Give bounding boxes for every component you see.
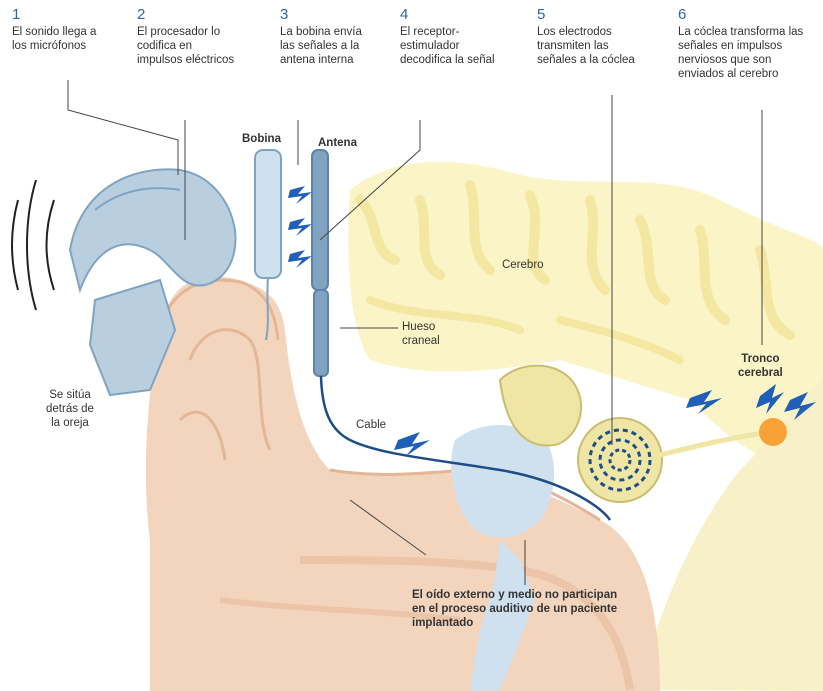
step-6: 6 La cóclea transforma las señales en im… bbox=[678, 6, 803, 81]
label-bobina: Bobina bbox=[242, 132, 281, 146]
brainstem-glow bbox=[759, 418, 787, 446]
step-4-text: El receptor- estimulador decodifica la s… bbox=[400, 25, 495, 67]
step-1-number: 1 bbox=[12, 6, 96, 23]
receiver-stimulator bbox=[314, 290, 328, 376]
step-1-text: El sonido llega a los micrófonos bbox=[12, 25, 96, 53]
label-hueso-craneal: Hueso craneal bbox=[402, 320, 440, 348]
step-5: 5 Los electrodos transmiten las señales … bbox=[537, 6, 635, 67]
step-2: 2 El procesador lo codifica en impulsos … bbox=[137, 6, 234, 67]
step-5-number: 5 bbox=[537, 6, 635, 23]
label-cerebro: Cerebro bbox=[502, 258, 544, 272]
label-tronco-cerebral: Tronco cerebral bbox=[738, 352, 783, 380]
label-oido-externo: El oído externo y medio no participan en… bbox=[412, 588, 617, 630]
step-2-number: 2 bbox=[137, 6, 234, 23]
brain-region bbox=[348, 162, 823, 470]
step-3-number: 3 bbox=[280, 6, 362, 23]
label-se-situa: Se sitúa detrás de la oreja bbox=[46, 388, 94, 430]
step-4-number: 4 bbox=[400, 6, 495, 23]
step-6-text: La cóclea transforma las señales en impu… bbox=[678, 25, 803, 81]
step-2-text: El procesador lo codifica en impulsos el… bbox=[137, 25, 234, 67]
coil bbox=[255, 150, 281, 278]
antenna bbox=[312, 150, 328, 290]
step-6-number: 6 bbox=[678, 6, 803, 23]
sound-waves bbox=[12, 180, 54, 310]
label-cable: Cable bbox=[356, 418, 386, 432]
step-3: 3 La bobina envía las señales a la anten… bbox=[280, 6, 362, 67]
label-antena: Antena bbox=[318, 136, 357, 150]
step-3-text: La bobina envía las señales a la antena … bbox=[280, 25, 362, 67]
step-5-text: Los electrodos transmiten las señales a … bbox=[537, 25, 635, 67]
step-4: 4 El receptor- estimulador decodifica la… bbox=[400, 6, 495, 67]
step-1: 1 El sonido llega a los micrófonos bbox=[12, 6, 96, 53]
